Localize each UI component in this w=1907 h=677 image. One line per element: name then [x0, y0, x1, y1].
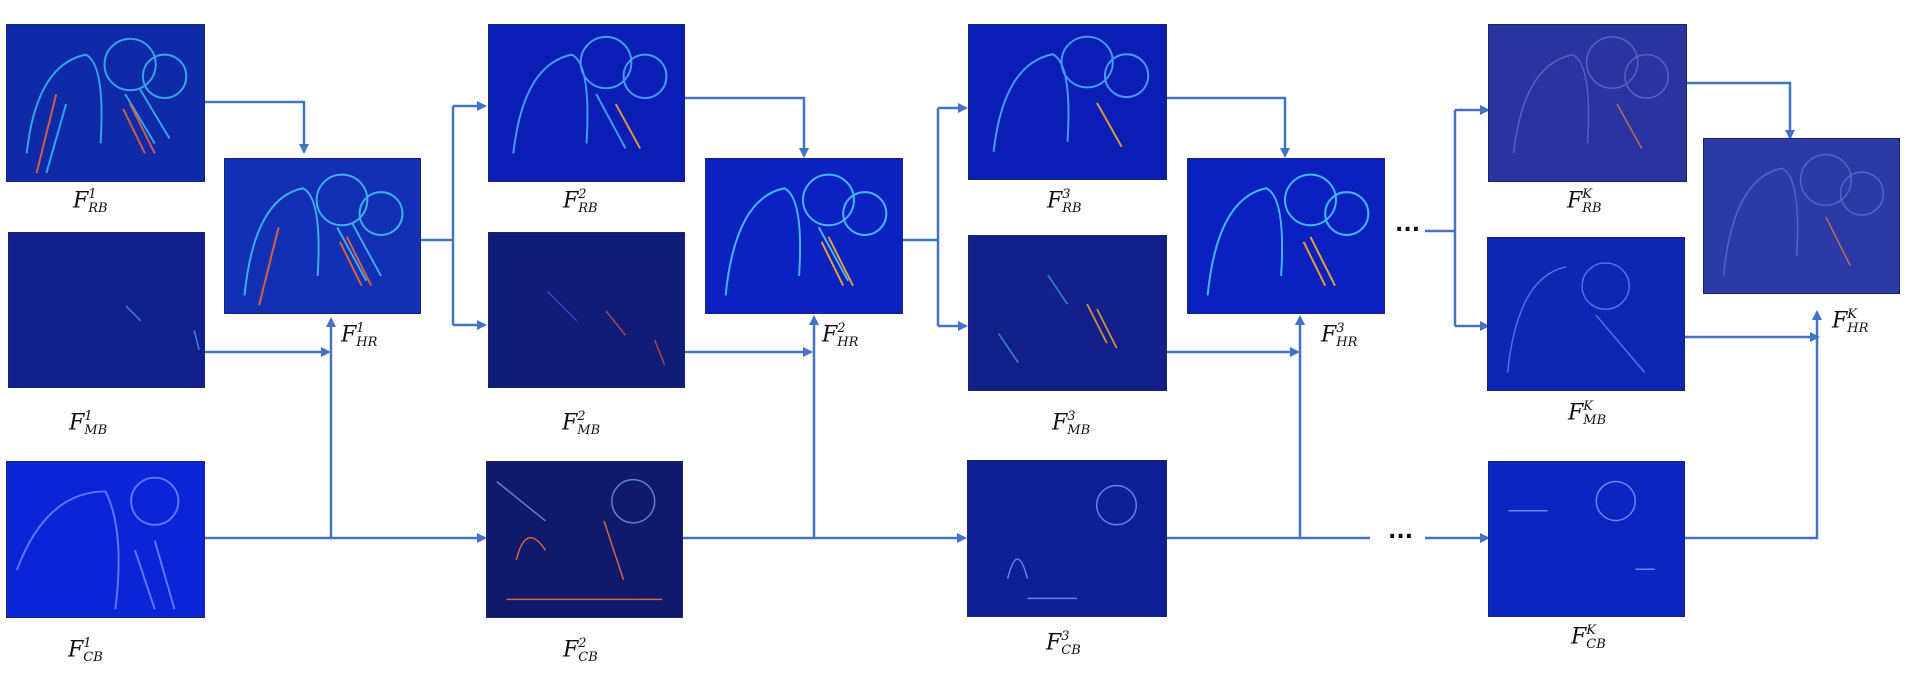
feature-map-mb1: [8, 232, 205, 388]
feature-map-rb3: [968, 24, 1167, 180]
feature-map-cb2: [486, 461, 683, 618]
feature-map-cb1: [6, 461, 205, 618]
feature-map-cbk: [1488, 461, 1685, 617]
feature-map-rbk: [1488, 24, 1687, 182]
feature-map-rb1: [6, 24, 205, 182]
arrow-rbk-to-hrk: [1687, 81, 1795, 140]
arrow-rb2-to-hr2: [685, 96, 809, 158]
flow-arrows: [205, 81, 1822, 543]
feature-map-mb2: [488, 232, 685, 388]
ellipsis-top: ...: [1395, 212, 1421, 237]
feature-map-hr3: [1187, 158, 1385, 314]
arrow-cbk-to-hrk: [1685, 310, 1822, 540]
ellipsis-bottom: ...: [1388, 519, 1414, 544]
feature-map-mb3: [968, 235, 1167, 391]
feature-map-hrk: [1703, 138, 1900, 294]
arrow-rb3-to-hr3: [1167, 96, 1290, 158]
feature-map-hr1: [224, 158, 421, 314]
feature-map-hr2: [705, 158, 903, 314]
feature-map-mbk: [1487, 237, 1685, 391]
arrow-rb1-to-hr1: [205, 100, 309, 154]
feature-map-rb2: [488, 24, 685, 182]
feature-map-cb3: [967, 460, 1167, 617]
